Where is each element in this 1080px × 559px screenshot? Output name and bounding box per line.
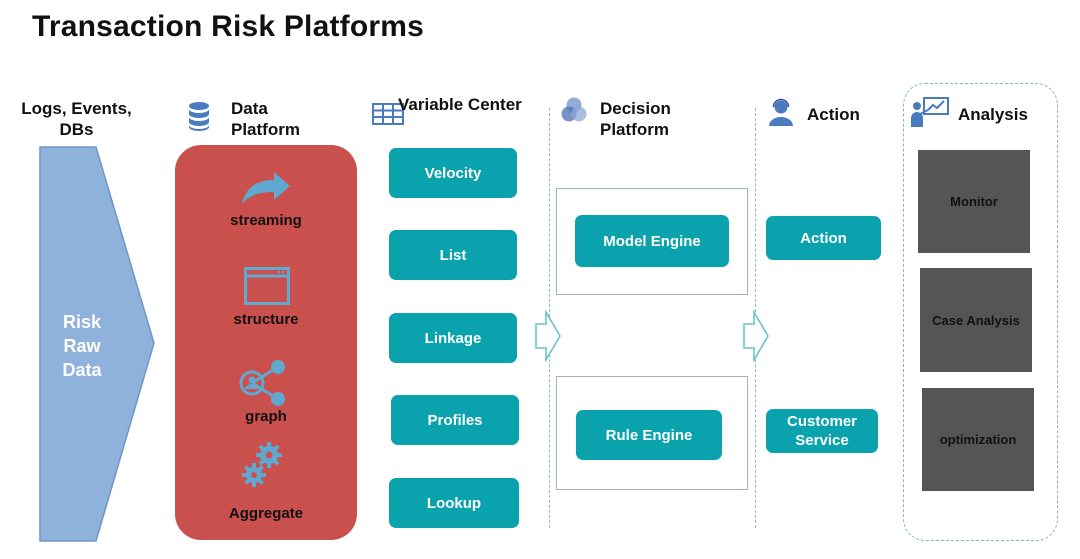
share-arrow-icon	[242, 172, 290, 204]
gears-icon	[242, 442, 282, 487]
presenter-chart-icon	[911, 97, 949, 127]
variable-linkage: Linkage	[389, 313, 517, 363]
model-engine: Model Engine	[575, 215, 729, 267]
analysis-case-analysis: Case Analysis	[920, 268, 1032, 372]
table-grid-icon	[372, 103, 404, 125]
variable-list: List	[389, 230, 517, 280]
risk-raw-data-label: Risk Raw Data	[62, 312, 102, 380]
action-header: Action	[807, 105, 860, 124]
venn-circles-icon	[561, 97, 587, 122]
graph-nodes-icon	[239, 360, 285, 406]
variable-velocity: Velocity	[389, 148, 517, 198]
analysis-frame	[903, 83, 1058, 541]
flow-arrow-icon	[535, 309, 561, 363]
variable-profiles: Profiles	[391, 395, 519, 445]
risk-raw-data-arrow	[39, 146, 155, 542]
analysis-optimization: optimization	[922, 388, 1034, 491]
data-platform-item-label: graph	[245, 408, 287, 425]
user-headset-icon	[769, 98, 793, 126]
variable-center-header: Variable Center	[398, 95, 522, 114]
logs-header: Logs, Events, DBs	[21, 99, 132, 139]
variable-lookup: Lookup	[389, 478, 519, 528]
flow-arrow-icon	[743, 309, 769, 363]
data-platform-item-label: Aggregate	[228, 505, 304, 522]
rule-engine: Rule Engine	[576, 410, 722, 460]
analysis-header: Analysis	[958, 105, 1028, 124]
diagram-title: Transaction Risk Platforms	[32, 10, 424, 43]
window-icon	[244, 267, 290, 305]
data-platform-header: Data Platform	[231, 99, 300, 139]
database-icon	[189, 102, 209, 131]
data-platform-item-label: streaming	[230, 212, 302, 229]
analysis-monitor: Monitor	[918, 150, 1030, 253]
decision-platform-header: Decision Platform	[600, 99, 671, 139]
customer-service-box: Customer Service	[766, 409, 878, 453]
data-platform-item-label: structure	[233, 311, 299, 328]
action-box: Action	[766, 216, 881, 260]
